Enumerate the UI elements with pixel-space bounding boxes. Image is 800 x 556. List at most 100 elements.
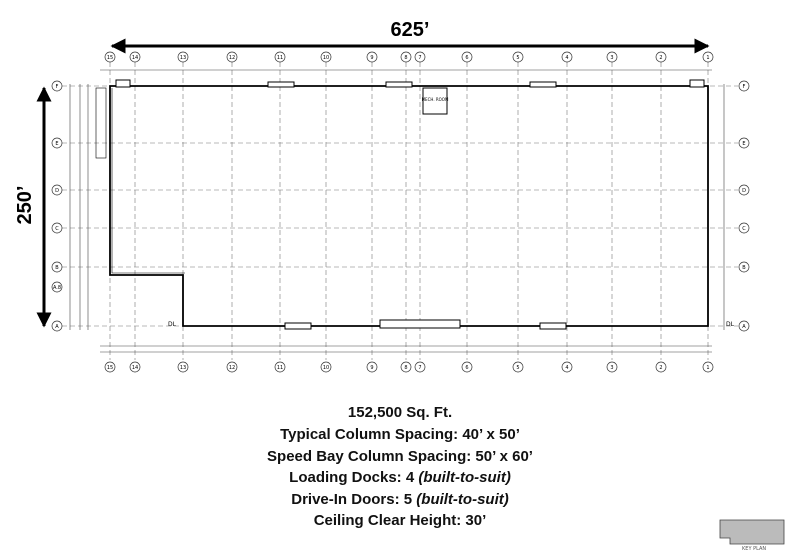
- svg-text:14: 14: [132, 55, 138, 61]
- svg-text:2: 2: [659, 365, 662, 371]
- column-bubble-bottom: 6: [461, 361, 473, 373]
- row-bubble-left: D: [51, 184, 63, 196]
- svg-text:B: B: [55, 265, 59, 271]
- bottom-door-openings: [284, 319, 567, 330]
- loading-docks-note: (built-to-suit): [418, 469, 511, 486]
- row-bubble-left: A: [51, 320, 63, 332]
- svg-text:5: 5: [516, 365, 519, 371]
- svg-text:A.8: A.8: [53, 285, 61, 291]
- row-bubble-left: C: [51, 222, 63, 234]
- column-bubble-top: 15: [104, 51, 116, 63]
- spec-speed-bay: Speed Bay Column Spacing: 50’ x 60’: [267, 448, 533, 465]
- drive-in-text: Drive-In Doors: 5: [291, 491, 417, 508]
- column-bubble-top: 14: [129, 51, 141, 63]
- svg-text:9: 9: [370, 55, 373, 61]
- left-stair: [95, 87, 107, 159]
- column-bubble-bottom: 9: [366, 361, 378, 373]
- row-bubble-right: A: [738, 320, 750, 332]
- svg-text:7: 7: [418, 55, 421, 61]
- svg-text:A: A: [742, 324, 746, 330]
- row-bubble-left: A.8: [51, 281, 63, 293]
- top-door-openings: [115, 79, 705, 88]
- svg-text:7: 7: [418, 365, 421, 371]
- svg-text:A: A: [55, 324, 59, 330]
- svg-text:15: 15: [107, 55, 113, 61]
- row-grid-lines: [62, 85, 738, 327]
- svg-text:F: F: [743, 84, 746, 90]
- key-plan-label: KEY PLAN: [742, 546, 767, 552]
- svg-text:B: B: [742, 265, 746, 271]
- column-bubble-bottom: 4: [561, 361, 573, 373]
- svg-text:10: 10: [323, 365, 329, 371]
- column-bubble-top: 7: [414, 51, 426, 63]
- column-bubble-top: 3: [606, 51, 618, 63]
- svg-text:C: C: [742, 226, 746, 232]
- column-grid-bubbles: 1515141413131212111110109988776655443322…: [104, 51, 714, 373]
- row-bubble-left: F: [51, 80, 63, 92]
- row-bubble-left: B: [51, 261, 63, 273]
- column-bubble-bottom: 12: [226, 361, 238, 373]
- svg-text:8: 8: [404, 365, 407, 371]
- floor-plan: 625’ 250’ 151514141313121211111010998877…: [14, 19, 750, 373]
- column-bubble-bottom: 8: [400, 361, 412, 373]
- svg-text:C: C: [55, 226, 59, 232]
- drive-in-note: (built-to-suit): [416, 491, 509, 508]
- column-bubble-bottom: 11: [274, 361, 286, 373]
- svg-text:E: E: [742, 141, 745, 147]
- svg-text:13: 13: [180, 55, 186, 61]
- key-plan-thumbnail: [719, 519, 785, 545]
- svg-text:6: 6: [465, 55, 468, 61]
- column-bubble-top: 4: [561, 51, 573, 63]
- mech-room-label: MECH. ROOM: [422, 97, 449, 102]
- column-bubble-bottom: 14: [129, 361, 141, 373]
- dl-left-label: DL: [168, 321, 177, 328]
- svg-text:15: 15: [107, 365, 113, 371]
- column-bubble-top: 9: [366, 51, 378, 63]
- building-inner-wall: [111, 88, 185, 274]
- svg-text:3: 3: [610, 365, 613, 371]
- svg-text:6: 6: [465, 365, 468, 371]
- svg-text:10: 10: [323, 55, 329, 61]
- svg-text:14: 14: [132, 365, 138, 371]
- column-bubble-top: 6: [461, 51, 473, 63]
- svg-text:1: 1: [706, 365, 709, 371]
- row-bubble-right: D: [738, 184, 750, 196]
- column-bubble-top: 12: [226, 51, 238, 63]
- spec-area: 152,500 Sq. Ft.: [347, 404, 453, 421]
- column-bubble-bottom: 1: [702, 361, 714, 373]
- svg-text:11: 11: [277, 55, 283, 61]
- dimension-strings: [69, 69, 725, 353]
- row-grid-bubbles: F E D C B A F E D C B A.8A: [51, 80, 750, 332]
- row-bubble-right: C: [738, 222, 750, 234]
- svg-text:4: 4: [565, 55, 568, 61]
- column-bubble-bottom: 5: [512, 361, 524, 373]
- column-grid-lines: [109, 62, 709, 360]
- svg-text:11: 11: [277, 365, 283, 371]
- spec-loading-docks: Loading Docks: 4 (built-to-suit): [240, 469, 560, 486]
- svg-text:12: 12: [229, 365, 235, 371]
- row-bubble-right: B: [738, 261, 750, 273]
- height-dimension-label: 250’: [14, 186, 36, 225]
- column-bubble-top: 5: [512, 51, 524, 63]
- column-bubble-top: 2: [655, 51, 667, 63]
- svg-text:D: D: [55, 188, 59, 194]
- spec-drive-in: Drive-In Doors: 5 (built-to-suit): [240, 491, 560, 508]
- spec-ceiling: Ceiling Clear Height: 30’: [313, 512, 487, 529]
- row-bubble-right: E: [738, 137, 750, 149]
- row-bubble-left: E: [51, 137, 63, 149]
- svg-text:5: 5: [516, 55, 519, 61]
- mech-room: [422, 87, 448, 115]
- svg-text:3: 3: [610, 55, 613, 61]
- svg-text:12: 12: [229, 55, 235, 61]
- svg-text:1: 1: [706, 55, 709, 61]
- column-bubble-bottom: 2: [655, 361, 667, 373]
- column-bubble-bottom: 10: [320, 361, 332, 373]
- svg-text:9: 9: [370, 365, 373, 371]
- column-bubble-top: 8: [400, 51, 412, 63]
- svg-text:8: 8: [404, 55, 407, 61]
- svg-text:2: 2: [659, 55, 662, 61]
- svg-text:13: 13: [180, 365, 186, 371]
- column-bubble-top: 13: [177, 51, 189, 63]
- svg-text:F: F: [56, 84, 59, 90]
- column-bubble-bottom: 13: [177, 361, 189, 373]
